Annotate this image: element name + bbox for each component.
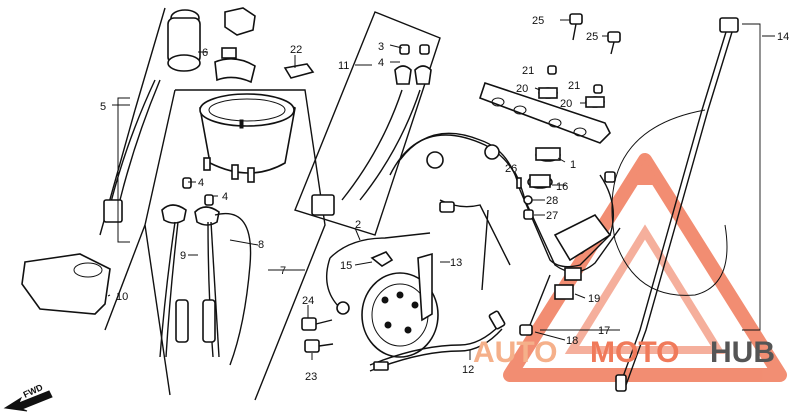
watermark-word-hub: HUB <box>710 336 775 369</box>
callout-24: 24 <box>302 295 314 307</box>
callout-12: 12 <box>462 364 474 376</box>
callout-19: 19 <box>588 293 600 305</box>
speedometer-cable <box>611 17 761 392</box>
callout-27: 27 <box>546 210 558 222</box>
callout-17: 17 <box>598 325 610 337</box>
callout-18: 18 <box>566 335 578 347</box>
watermark-text: AUTO MOTO HUB <box>473 336 775 369</box>
callout-20-right: 20 <box>560 98 572 110</box>
bolts-25 <box>569 13 621 55</box>
callout-6: 6 <box>202 47 208 59</box>
forward-direction-indicator: FWD <box>3 382 53 412</box>
bulb-socket-wires <box>159 177 252 366</box>
callout-14: 14 <box>777 31 789 43</box>
bolts-23-24 <box>301 317 334 353</box>
callout-2: 2 <box>355 219 361 231</box>
callout-11: 11 <box>338 60 349 72</box>
callout-28: 28 <box>546 195 558 207</box>
callout-25-left: 25 <box>532 15 544 27</box>
callout-25-right: 25 <box>586 31 598 43</box>
watermark-word-auto: AUTO <box>473 336 557 369</box>
part-22-shape <box>283 63 315 79</box>
callout-4-lamp: 4 <box>378 57 384 69</box>
meter-case <box>21 253 111 315</box>
callout-1: 1 <box>570 159 576 171</box>
callout-15: 15 <box>340 260 352 272</box>
callout-23: 23 <box>305 371 317 383</box>
callout-26: 26 <box>505 163 517 175</box>
ignition-switch-group <box>99 7 256 243</box>
callout-21-left: 21 <box>522 65 534 77</box>
callout-3: 3 <box>378 41 384 53</box>
callout-4-socket-b: 4 <box>222 191 228 203</box>
callout-21-right: 21 <box>568 80 580 92</box>
leader-lines <box>107 19 775 360</box>
callout-16: 16 <box>556 181 568 193</box>
grommets-and-collars <box>516 65 605 220</box>
speedometer-body <box>199 93 296 183</box>
callout-7: 7 <box>280 265 286 277</box>
callout-10: 10 <box>116 291 128 303</box>
callout-4-socket-a: 4 <box>198 177 204 189</box>
callout-20-left: 20 <box>516 83 528 95</box>
callout-9: 9 <box>180 250 186 262</box>
watermark-word-moto: MOTO <box>590 336 679 369</box>
callout-5: 5 <box>100 101 106 113</box>
callout-labels: 1 2 3 4 4 4 5 6 7 8 9 10 11 12 13 14 15 … <box>100 15 789 383</box>
parts-17-18-19 <box>519 284 620 336</box>
callout-22: 22 <box>290 44 302 56</box>
meter-bracket-stay <box>389 81 621 326</box>
indicator-lamp-harness <box>294 11 441 236</box>
callout-13: 13 <box>450 257 462 269</box>
callout-8: 8 <box>258 239 264 251</box>
horn-assembly <box>326 232 506 372</box>
